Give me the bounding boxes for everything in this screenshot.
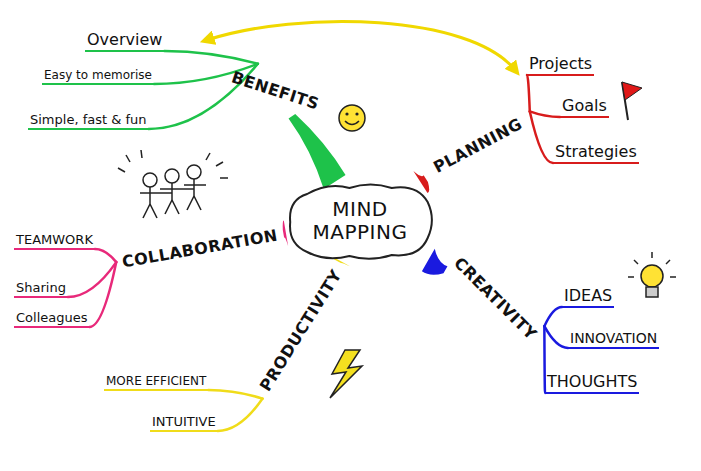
leaf-stroke xyxy=(89,262,116,327)
leaf-label: Sharing xyxy=(14,280,68,298)
leaf-stroke xyxy=(218,399,263,431)
leaf-stroke xyxy=(544,307,562,326)
leaf-label: Projects xyxy=(527,54,594,76)
central-cloud: MIND MAPPING xyxy=(286,182,434,260)
leaf-stroke xyxy=(544,326,568,348)
branch-topic: PLANNING xyxy=(426,110,530,180)
branch-topic: BENEFITS xyxy=(224,64,325,116)
central-title: MIND MAPPING xyxy=(304,198,416,244)
leaf-label: INNOVATION xyxy=(568,330,659,349)
branch-band xyxy=(289,114,346,189)
lightning-bolt xyxy=(330,350,362,398)
branch-band xyxy=(422,249,448,275)
branch-topic: COLLABORATION xyxy=(116,222,283,273)
leaf-label: TEAMWORK xyxy=(14,232,95,250)
topic-label: PLANNING xyxy=(426,110,530,180)
branch-connector xyxy=(283,221,288,247)
branch-connector xyxy=(289,114,346,189)
branch-topic: PRODUCTIVITY xyxy=(251,261,349,398)
leaf-label: Overview xyxy=(85,30,164,52)
leaf-label: Goals xyxy=(560,96,609,118)
branch-connector xyxy=(422,249,448,275)
stick-figures xyxy=(118,150,228,218)
leaf-stroke xyxy=(527,75,530,111)
leaf-stroke xyxy=(95,249,116,262)
leaf-label: Strategies xyxy=(553,142,639,164)
topic-label: CREATIVITY xyxy=(445,249,544,348)
leaf-label: MORE EFFICIENT xyxy=(104,374,208,391)
leaf-stroke xyxy=(530,111,560,117)
branch-band xyxy=(283,221,288,247)
light-bulb xyxy=(628,252,676,297)
smiley-face xyxy=(339,105,365,131)
red-flag xyxy=(622,82,642,120)
leaf-label: IDEAS xyxy=(562,286,614,308)
leaf-stroke xyxy=(530,111,553,163)
leaf-stroke xyxy=(164,51,258,64)
leaf-label: INTUITIVE xyxy=(150,414,218,432)
leaf-label: Colleagues xyxy=(14,310,89,328)
leaf-label: Simple, fast & fun xyxy=(28,112,149,130)
cloud-path xyxy=(290,185,432,259)
topic-label: PRODUCTIVITY xyxy=(251,261,349,398)
leaf-stroke xyxy=(208,390,262,399)
topic-label: COLLABORATION xyxy=(116,222,283,273)
branch-topic: CREATIVITY xyxy=(445,249,544,348)
topic-label: BENEFITS xyxy=(224,64,325,116)
leaf-label: Easy to memorise xyxy=(42,68,154,85)
leaf-label: THOUGHTS xyxy=(545,372,639,394)
